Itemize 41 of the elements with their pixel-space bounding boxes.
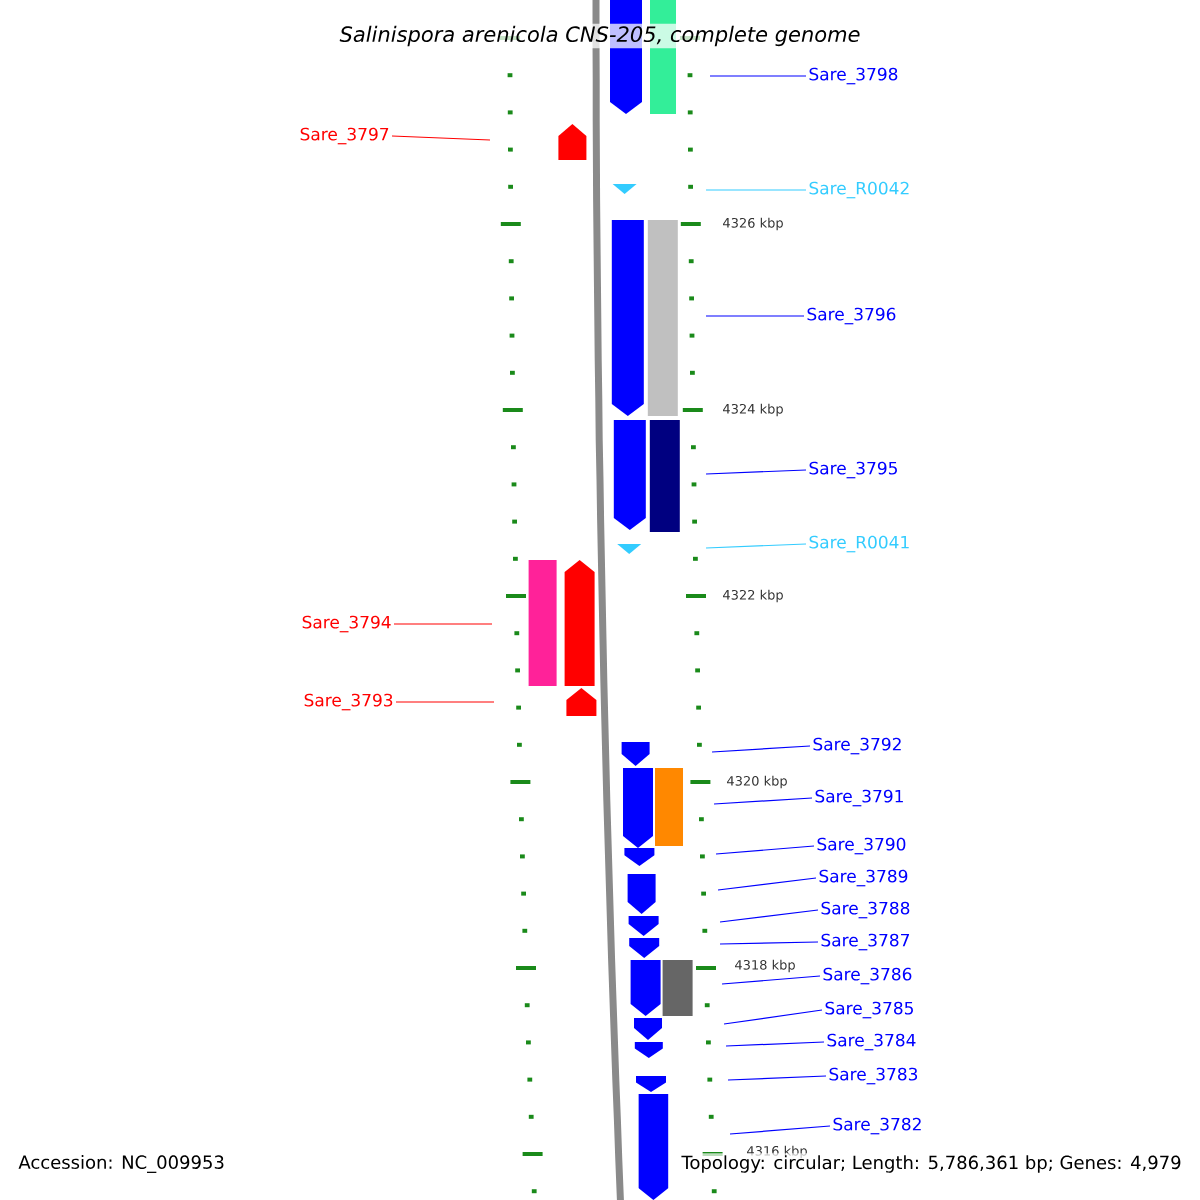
leader-line bbox=[711, 745, 811, 753]
leader-line bbox=[705, 543, 807, 549]
leader-line bbox=[725, 1041, 825, 1047]
title: Salinispora arenicola CNS-205, complete genome bbox=[337, 23, 863, 49]
leader-line bbox=[719, 909, 819, 923]
leader-line bbox=[719, 941, 819, 945]
gene-label: Sare_3792 bbox=[813, 737, 901, 755]
gene-label: Sare_3796 bbox=[807, 307, 896, 325]
leader-line bbox=[705, 189, 807, 191]
gene-label: Sare_R0042 bbox=[809, 181, 909, 199]
leader-line bbox=[393, 623, 493, 625]
gene-label: Sare_3789 bbox=[819, 869, 908, 887]
gene-label: Sare_3791 bbox=[815, 789, 903, 807]
gene-label: Sare_3788 bbox=[821, 901, 910, 919]
gene-label: Sare_3797 bbox=[300, 127, 389, 145]
leader-line bbox=[395, 701, 495, 703]
gene-label: Sare_3782 bbox=[833, 1117, 921, 1135]
leader-line bbox=[705, 315, 805, 317]
leader-line bbox=[721, 975, 821, 985]
accession-text: Accession: NC_009953 bbox=[18, 1155, 224, 1173]
leader-line bbox=[709, 75, 807, 77]
genome-info-text: Topology: circular; Length: 5,786,361 bp; Genes: 4,979 bbox=[679, 1153, 1184, 1175]
leader-line bbox=[717, 877, 817, 891]
gene-label: Sare_3794 bbox=[302, 615, 391, 633]
leader-line bbox=[705, 469, 807, 475]
gene-label: Sare_3785 bbox=[825, 1001, 913, 1019]
gene-label: Sare_3783 bbox=[829, 1067, 918, 1085]
leader-line bbox=[723, 1009, 823, 1025]
leader-line bbox=[729, 1125, 831, 1135]
leader-line bbox=[391, 135, 491, 141]
gene-label: Sare_3795 bbox=[809, 461, 897, 479]
gene-label: Sare_3793 bbox=[304, 693, 393, 711]
gene-label: Sare_3787 bbox=[821, 933, 909, 951]
leader-line bbox=[727, 1075, 827, 1081]
gene-label: Sare_3786 bbox=[823, 967, 912, 985]
gene-label: Sare_3784 bbox=[827, 1033, 916, 1051]
gene-label: Sare_3790 bbox=[817, 837, 906, 855]
gene-label: Sare_R0041 bbox=[809, 535, 909, 553]
leader-line bbox=[713, 797, 813, 805]
leader-line bbox=[715, 845, 815, 855]
gene-label: Sare_3798 bbox=[809, 67, 898, 85]
